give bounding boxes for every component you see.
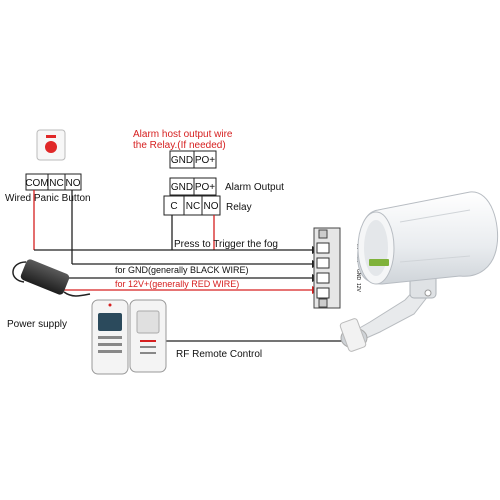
panic-terminal-block: COM NC NO: [25, 173, 82, 191]
panic-button-device: [36, 129, 66, 161]
panic-terminal-nc: NC: [49, 178, 63, 189]
alarm-output-po: PO+: [195, 182, 215, 193]
power-supply-icon: [12, 259, 91, 297]
relay-input-po: PO+: [195, 155, 215, 166]
panic-terminal-com: COM: [25, 178, 48, 189]
panic-button-title: Wired Panic Button: [5, 193, 91, 204]
panic-terminal-no: NO: [66, 178, 81, 189]
panic-button-red-icon: [45, 141, 57, 153]
brand-badge: [369, 259, 389, 266]
relay-terminal-block: C NC NO: [163, 195, 221, 216]
rf-remote-icon: [91, 299, 167, 375]
device-terminal-block: [313, 227, 341, 309]
relay-terminal-c: C: [170, 201, 177, 212]
relay-label: Relay: [226, 202, 252, 213]
remote-unit-left: [91, 299, 129, 375]
rf-remote-label: RF Remote Control: [176, 349, 262, 360]
power-wire-label: for 12V+(generally RED WIRE): [115, 279, 239, 289]
alarm-output-label: Alarm Output: [225, 182, 284, 193]
trigger-wire-label: Press to Trigger the fog: [174, 239, 278, 250]
relay-terminal-nc: NC: [186, 201, 200, 212]
device-label-12v: 12V: [355, 283, 361, 293]
alarm-output-gnd: GND: [171, 182, 193, 193]
relay-input-gnd: GND: [171, 155, 193, 166]
gnd-wire-label: for GND(generally BLACK WIRE): [115, 265, 249, 275]
alarm-host-note-line2: the Relay.(If needed): [133, 140, 226, 151]
relay-input-terminal-block: GND PO+: [169, 150, 217, 169]
fog-machine-icon: [339, 191, 499, 352]
wires: [33, 190, 350, 342]
alarm-host-note-line1: Alarm host output wire: [133, 129, 233, 140]
device-label-gnd: GND: [355, 269, 361, 281]
remote-unit-right: [129, 299, 167, 373]
relay-terminal-no: NO: [204, 201, 219, 212]
alarm-output-terminal-block: GND PO+: [169, 177, 217, 196]
power-supply-label: Power supply: [7, 319, 67, 330]
